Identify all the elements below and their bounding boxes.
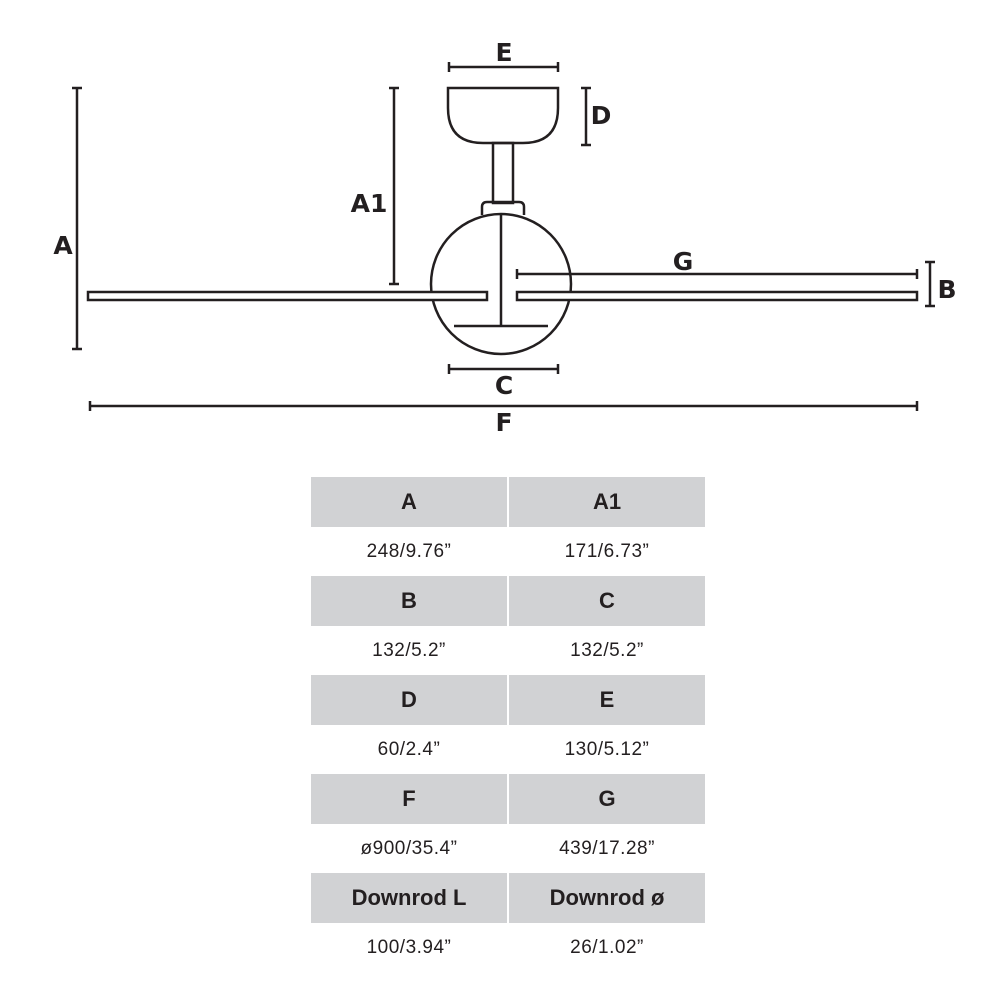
dimension-a1: A1: [351, 86, 399, 286]
dimension-c: C: [447, 364, 560, 400]
dimension-header: E: [509, 675, 705, 725]
label-a1: A1: [351, 189, 388, 218]
dimension-value: 439/17.28”: [559, 837, 655, 859]
dimension-f: F: [88, 401, 919, 437]
dimension-b: B: [925, 260, 957, 308]
dimension-d: D: [581, 86, 612, 147]
dimension-value: 132/5.2”: [570, 639, 644, 661]
blade-left: [86, 290, 489, 302]
collar: [480, 200, 526, 215]
dimension-value: 132/5.2”: [372, 639, 446, 661]
canopy: [446, 86, 560, 145]
blade-right: [515, 290, 919, 302]
dimension-value: 130/5.12”: [564, 738, 650, 760]
fan-dimension-diagram: A A1 E D G B C F: [53, 38, 957, 437]
dimension-header: C: [509, 576, 705, 626]
label-c: C: [495, 371, 513, 400]
dimension-value: ø900/35.4”: [360, 837, 458, 859]
dimension-header: A1: [509, 477, 705, 527]
dimension-header: F: [311, 774, 507, 824]
dimension-value: 248/9.76”: [366, 540, 452, 562]
table-value-row: 132/5.2” 132/5.2”: [311, 626, 705, 675]
label-a: A: [53, 231, 73, 260]
dimension-header: Downrod ø: [509, 873, 705, 923]
dimension-header: A: [311, 477, 507, 527]
table-value-row: 248/9.76” 171/6.73”: [311, 527, 705, 576]
dimension-g: G: [515, 247, 919, 279]
dimension-e: E: [447, 38, 560, 72]
label-g: G: [673, 247, 694, 276]
dimension-value: 60/2.4”: [377, 738, 441, 760]
dimension-value: 26/1.02”: [570, 936, 644, 958]
label-b: B: [937, 275, 956, 304]
dimension-header: D: [311, 675, 507, 725]
table-value-row: 60/2.4” 130/5.12”: [311, 725, 705, 774]
dimension-value: 171/6.73”: [564, 540, 650, 562]
dimension-header: Downrod L: [311, 873, 507, 923]
label-e: E: [495, 38, 512, 67]
dimension-a: A: [53, 86, 82, 351]
table-value-row: 100/3.94” 26/1.02”: [311, 923, 705, 972]
downrod: [491, 141, 515, 205]
dimension-header: G: [509, 774, 705, 824]
dimension-value: 100/3.94”: [366, 936, 452, 958]
label-d: D: [591, 101, 612, 130]
table-value-row: ø900/35.4” 439/17.28”: [311, 824, 705, 873]
dimension-header: B: [311, 576, 507, 626]
label-f: F: [495, 408, 512, 437]
